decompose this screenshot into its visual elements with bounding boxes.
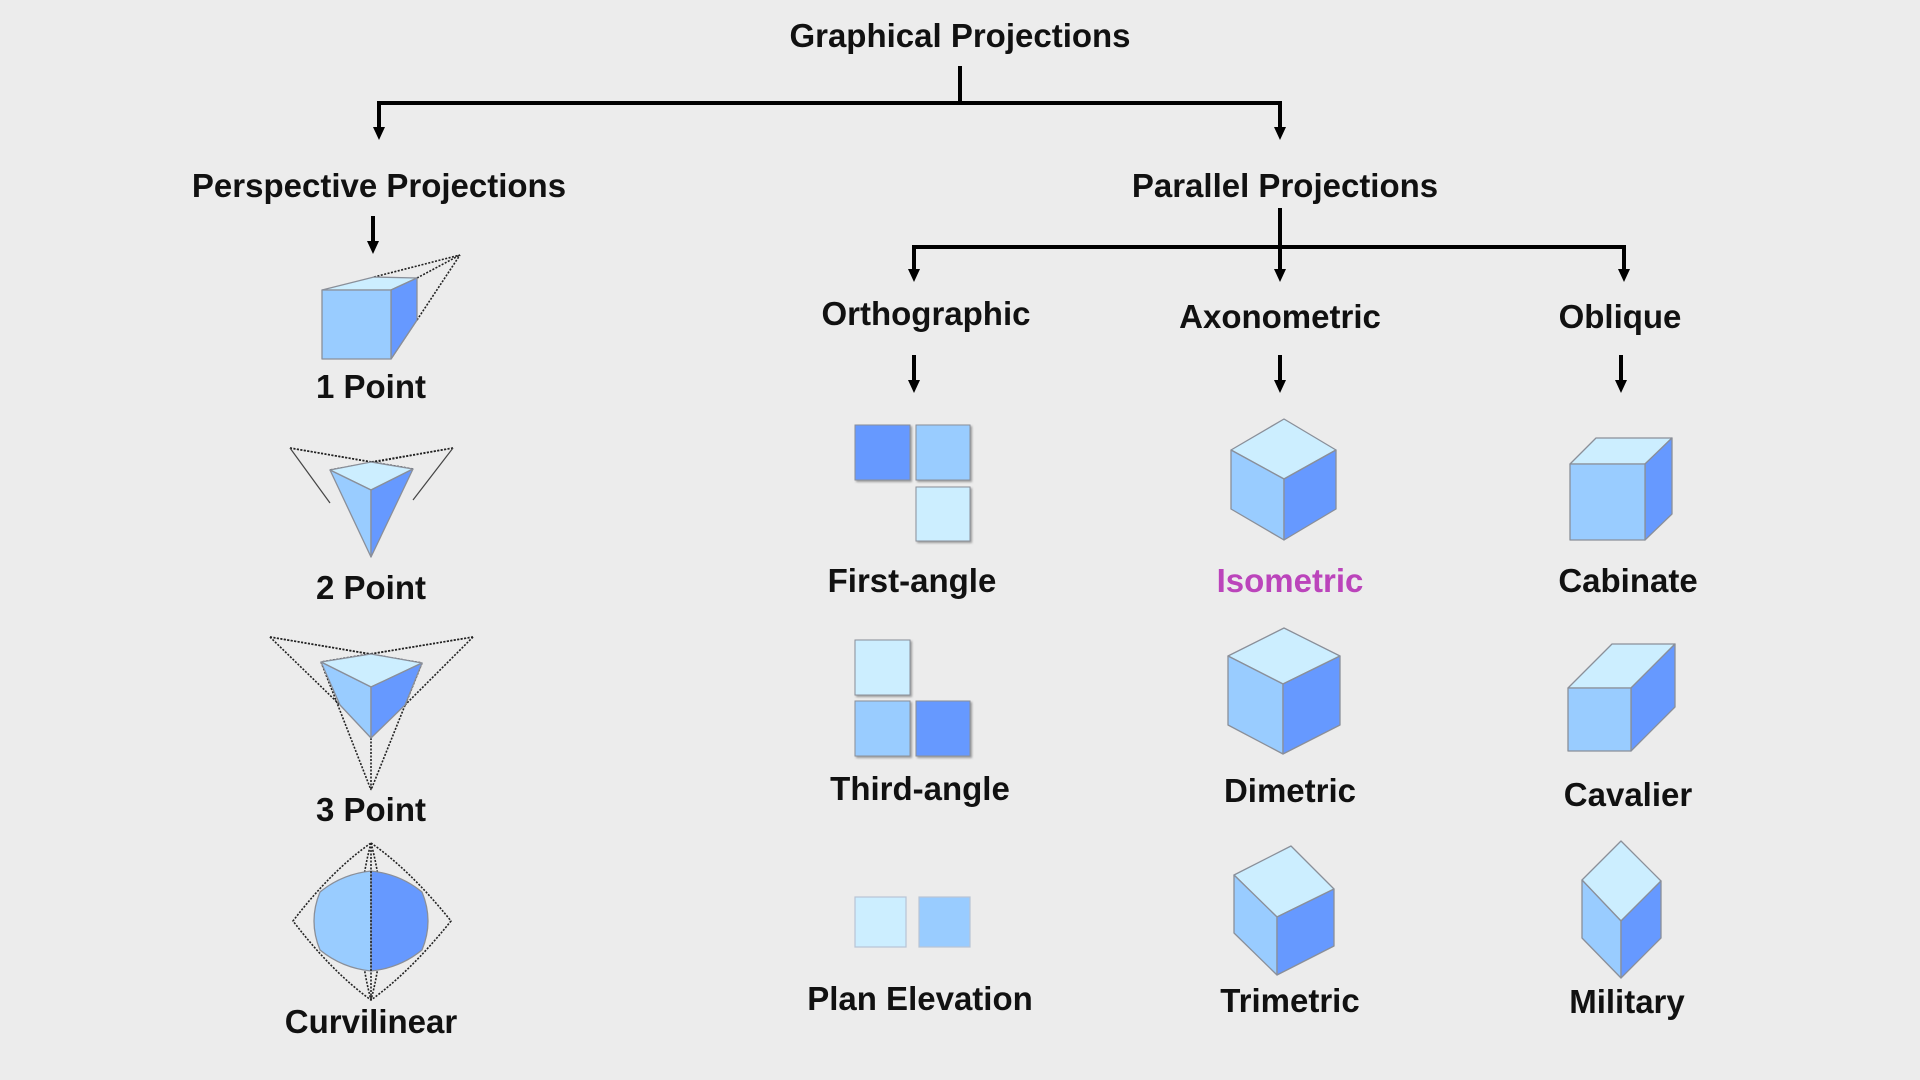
- perspective-arrow: [367, 216, 379, 254]
- three-point-label: 3 Point: [316, 791, 426, 828]
- isometric-label: Isometric: [1217, 562, 1364, 599]
- curvilinear-label: Curvilinear: [285, 1003, 458, 1040]
- isometric-cube-icon: [1230, 418, 1337, 541]
- plan-elevation-views-icon: [854, 896, 971, 948]
- third-angle-label: Third-angle: [830, 770, 1010, 807]
- cabinate-label: Cabinate: [1558, 562, 1697, 599]
- perspective-projections-label: Perspective Projections: [192, 167, 566, 204]
- parallel-connector: [908, 208, 1630, 282]
- cavalier-label: Cavalier: [1564, 776, 1693, 813]
- category-arrows: [908, 355, 1627, 393]
- cabinet-cube-icon: [1569, 437, 1673, 541]
- two-point-perspective-cube-icon: [289, 447, 454, 558]
- third-angle-views-icon: [854, 639, 971, 757]
- first-angle-label: First-angle: [828, 562, 997, 599]
- plan-elevation-label: Plan Elevation: [807, 980, 1033, 1017]
- root-connector: [373, 66, 1286, 140]
- one-point-perspective-cube-icon: [321, 254, 461, 360]
- dimetric-cube-icon: [1227, 627, 1341, 755]
- two-point-label: 2 Point: [316, 569, 426, 606]
- diagram-title: Graphical Projections: [789, 17, 1130, 54]
- first-angle-views-icon: [854, 424, 971, 542]
- three-point-perspective-cube-icon: [269, 636, 474, 791]
- dimetric-label: Dimetric: [1224, 772, 1356, 809]
- cavalier-cube-icon: [1567, 643, 1676, 752]
- trimetric-cube-icon: [1233, 845, 1335, 976]
- one-point-label: 1 Point: [316, 368, 426, 405]
- axonometric-label: Axonometric: [1179, 298, 1381, 335]
- military-label: Military: [1569, 983, 1685, 1020]
- curvilinear-perspective-icon: [291, 842, 453, 1001]
- orthographic-label: Orthographic: [821, 295, 1030, 332]
- parallel-projections-label: Parallel Projections: [1132, 167, 1438, 204]
- military-cube-icon: [1581, 840, 1662, 979]
- trimetric-label: Trimetric: [1220, 982, 1359, 1019]
- oblique-label: Oblique: [1559, 298, 1682, 335]
